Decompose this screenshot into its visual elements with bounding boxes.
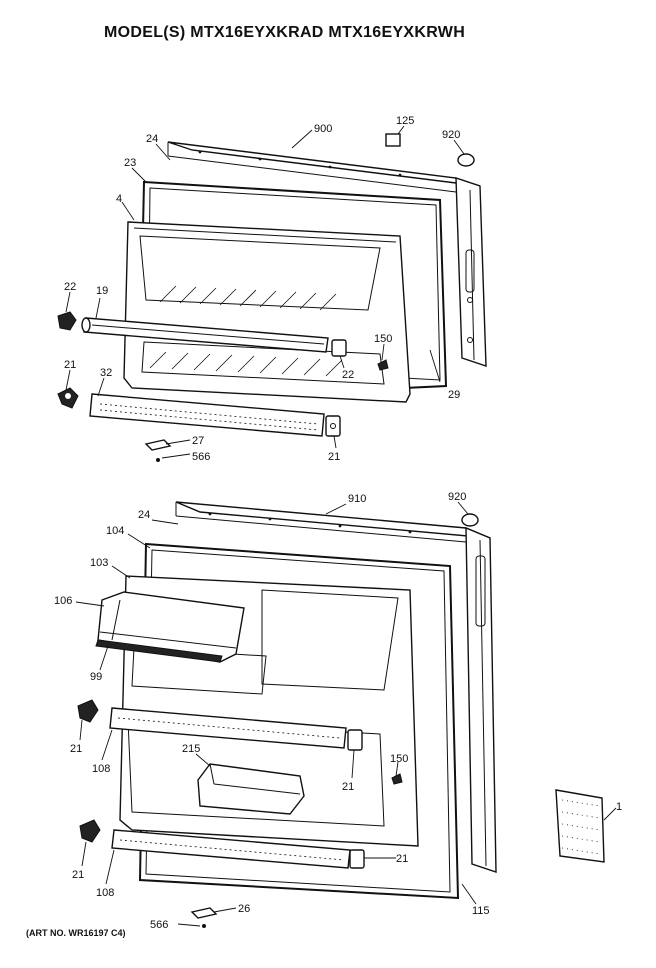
bar-end-cap-lower-left-lower [79,819,101,843]
callout-99: 99 [90,671,102,683]
callout-21-left-upper: 21 [64,359,76,371]
bar-end-cap-lower-right-upper [347,729,363,751]
door-bin [197,763,305,815]
liner-shelf-hatching [149,285,343,377]
part-920-cap-lower [461,513,479,527]
freezer-door-liner [123,221,411,403]
bar-end-cap-21-right [325,415,341,437]
callout-21-lower-b: 21 [342,781,354,793]
freezer-door-outer-panel [167,141,487,367]
lower-door-assembly [75,501,497,928]
upper-callouts: 900 125 920 24 23 4 22 19 150 22 21 32 2… [64,115,460,463]
art-number: (ART NO. WR16197 C4) [26,928,126,938]
lower-callouts: 910 920 24 104 103 106 99 21 108 215 150… [54,491,490,931]
callout-215: 215 [182,743,200,755]
callout-26: 26 [238,903,250,915]
part-920-cap-upper [457,153,475,167]
part-125-plug [385,133,401,147]
dairy-door-hinge [95,639,223,663]
callout-920: 920 [442,129,460,141]
callout-29: 29 [448,389,460,401]
callout-106: 106 [54,595,72,607]
callout-108-lower: 108 [96,887,114,899]
callout-566-lower: 566 [150,919,168,931]
callout-19: 19 [96,285,108,297]
callout-920-lower: 920 [448,491,466,503]
callout-125: 125 [396,115,414,127]
callout-21-lower-c: 21 [72,869,84,881]
callout-24: 24 [146,133,158,145]
callout-22-left: 22 [64,281,76,293]
door-shelf-bar-upper [109,707,347,749]
upper-door-assembly [57,125,487,462]
callout-23: 23 [124,157,136,169]
callout-21-lower-a: 21 [70,743,82,755]
callout-21-lower-d: 21 [396,853,408,865]
callout-566-upper: 566 [192,451,210,463]
callout-150-lower: 150 [390,753,408,765]
callout-1: 1 [616,801,622,813]
callout-24-lower: 24 [138,509,150,521]
part-150-screw-lower [391,773,403,785]
bar-end-cap-21-left [57,387,79,409]
bar-end-cap-22-left [57,311,77,331]
callout-900: 900 [314,123,332,135]
callout-108-upper: 108 [92,763,110,775]
part-26-plate [190,907,218,928]
page-title: MODEL(S) MTX16EYXKRAD MTX16EYXKRWH [104,24,466,41]
side-part-1: 1 [555,789,622,863]
callout-103: 103 [90,557,108,569]
freezer-door-shelf-rail [81,317,329,353]
callout-115: 115 [472,905,490,917]
door-shelf-bar-lower [111,829,351,869]
callout-104: 104 [106,525,124,537]
callout-27: 27 [192,435,204,447]
callout-22-right: 22 [342,369,354,381]
freezer-door-bar [89,393,325,437]
callout-910: 910 [348,493,366,505]
bar-end-cap-22-right [331,339,347,357]
bar-end-cap-lower-right-lower [349,849,365,869]
callout-150-upper: 150 [374,333,392,345]
callout-4: 4 [116,193,122,205]
part-150-screw-upper [377,359,389,371]
callout-21-right-upper: 21 [328,451,340,463]
part-27-plate [144,439,172,462]
bar-end-cap-lower-left-upper [77,699,99,723]
fresh-food-door-outer-panel [175,501,497,873]
callout-32: 32 [100,367,112,379]
